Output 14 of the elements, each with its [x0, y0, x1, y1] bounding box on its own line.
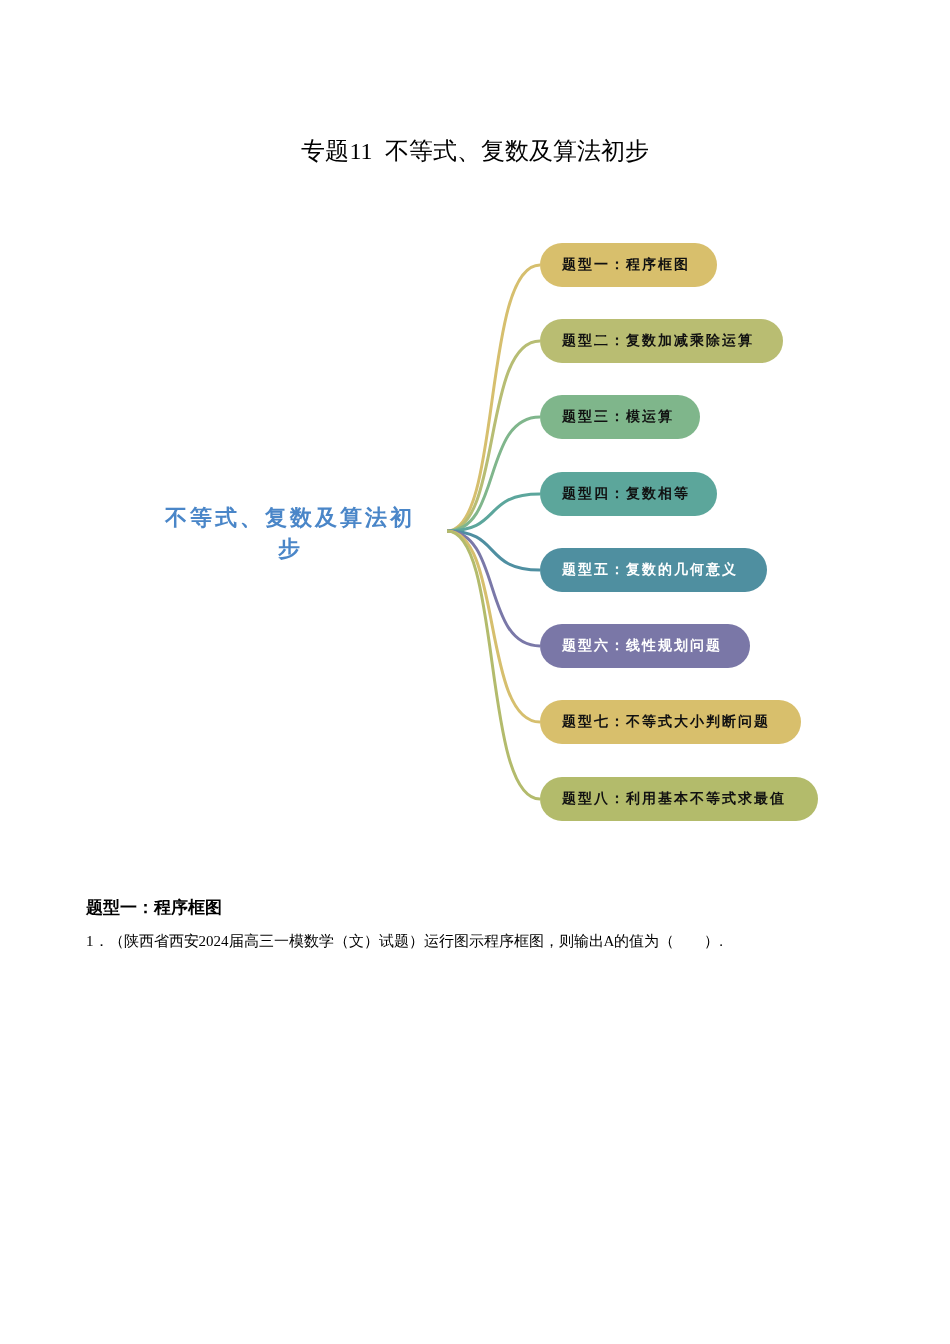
branch-line — [446, 529, 541, 801]
topic-pill: 题型三：模运算 — [540, 395, 700, 439]
topic-pill: 题型二：复数加减乘除运算 — [540, 319, 783, 363]
topic-pill: 题型六：线性规划问题 — [540, 624, 750, 668]
branch-line — [446, 492, 541, 533]
topic-pill: 题型七：不等式大小判断问题 — [540, 700, 801, 744]
central-topic: 不等式、复数及算法初步 — [155, 502, 425, 564]
topic-pill: 题型八：利用基本不等式求最值 — [540, 777, 818, 821]
topic-pill: 题型五：复数的几何意义 — [540, 548, 767, 592]
topic-pill: 题型一：程序框图 — [540, 243, 717, 287]
topic-pill: 题型四：复数相等 — [540, 472, 717, 516]
question-text: 1．（陕西省西安2024届高三一模数学（文）试题）运行图示程序框图，则输出A的值为（ ）. — [86, 932, 724, 951]
section-heading: 题型一：程序框图 — [86, 896, 222, 919]
page-title: 专题11 不等式、复数及算法初步 — [300, 137, 650, 166]
